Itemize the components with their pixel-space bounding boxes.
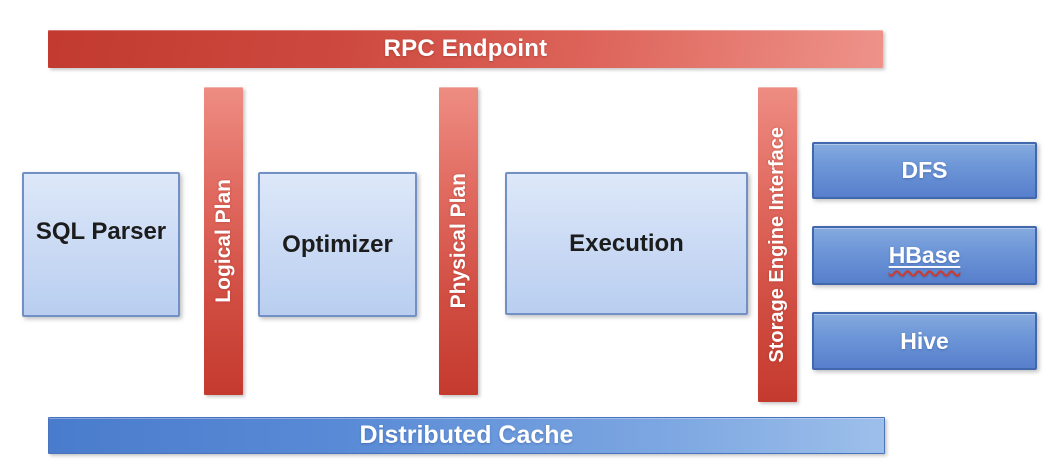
dfs-box: DFS (812, 142, 1037, 199)
distributed-cache-bar: Distributed Cache (48, 417, 885, 454)
logical-plan-label: Logical Plan (211, 179, 235, 303)
hive-box: Hive (812, 312, 1037, 370)
storage-engine-interface-label: Storage Engine Interface (766, 126, 788, 363)
optimizer-label: Optimizer (282, 230, 393, 258)
hbase-label: HBase (888, 242, 961, 268)
physical-plan-bar: Physical Plan (439, 87, 478, 395)
distributed-cache-label: Distributed Cache (359, 421, 574, 449)
rpc-endpoint-label: RPC Endpoint (383, 35, 548, 62)
hive-label: Hive (900, 327, 949, 354)
dfs-label: DFS (901, 157, 948, 183)
logical-plan-bar: Logical Plan (204, 87, 243, 395)
hbase-label-underline: HBase (889, 242, 961, 269)
execution-label: Execution (569, 229, 684, 257)
physical-plan-label: Physical Plan (446, 173, 470, 309)
sql-parser-label: SQL Parser (35, 217, 167, 245)
optimizer-box: Optimizer (258, 172, 417, 317)
execution-box: Execution (505, 172, 748, 315)
hbase-box: HBase (812, 226, 1037, 285)
storage-engine-interface-bar: Storage Engine Interface (758, 87, 797, 402)
rpc-endpoint-bar: RPC Endpoint (48, 30, 883, 68)
sql-parser-box: SQL Parser (22, 172, 180, 317)
